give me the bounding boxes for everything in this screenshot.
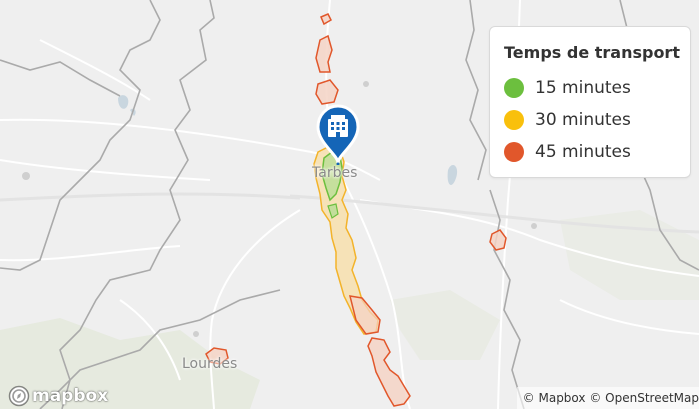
mapbox-logo-icon (8, 385, 30, 407)
legend-item-15: 15 minutes (504, 72, 676, 104)
mapbox-logo-text: mapbox (32, 386, 109, 406)
travel-time-legend: Temps de transport 15 minutes 30 minutes… (489, 26, 691, 178)
location-marker[interactable] (312, 103, 364, 166)
legend-swatch-45 (504, 142, 524, 162)
legend-swatch-15 (504, 78, 524, 98)
attribution-mapbox-link[interactable]: © Mapbox (522, 391, 586, 405)
legend-label-45: 45 minutes (535, 142, 631, 162)
legend-label-30: 30 minutes (535, 110, 631, 130)
map-attribution: © Mapbox © OpenStreetMap (516, 387, 699, 409)
legend-label-15: 15 minutes (535, 78, 631, 98)
mapbox-logo[interactable]: mapbox (8, 385, 108, 407)
place-label-tarbes: Tarbes (312, 165, 358, 181)
attribution-osm-link[interactable]: © OpenStreetMap (589, 391, 699, 405)
legend-swatch-30 (504, 110, 524, 130)
legend-title: Temps de transport (504, 43, 680, 62)
place-label-lourdes: Lourdes (182, 356, 238, 372)
legend-item-45: 45 minutes (504, 136, 676, 168)
legend-item-30: 30 minutes (504, 104, 676, 136)
